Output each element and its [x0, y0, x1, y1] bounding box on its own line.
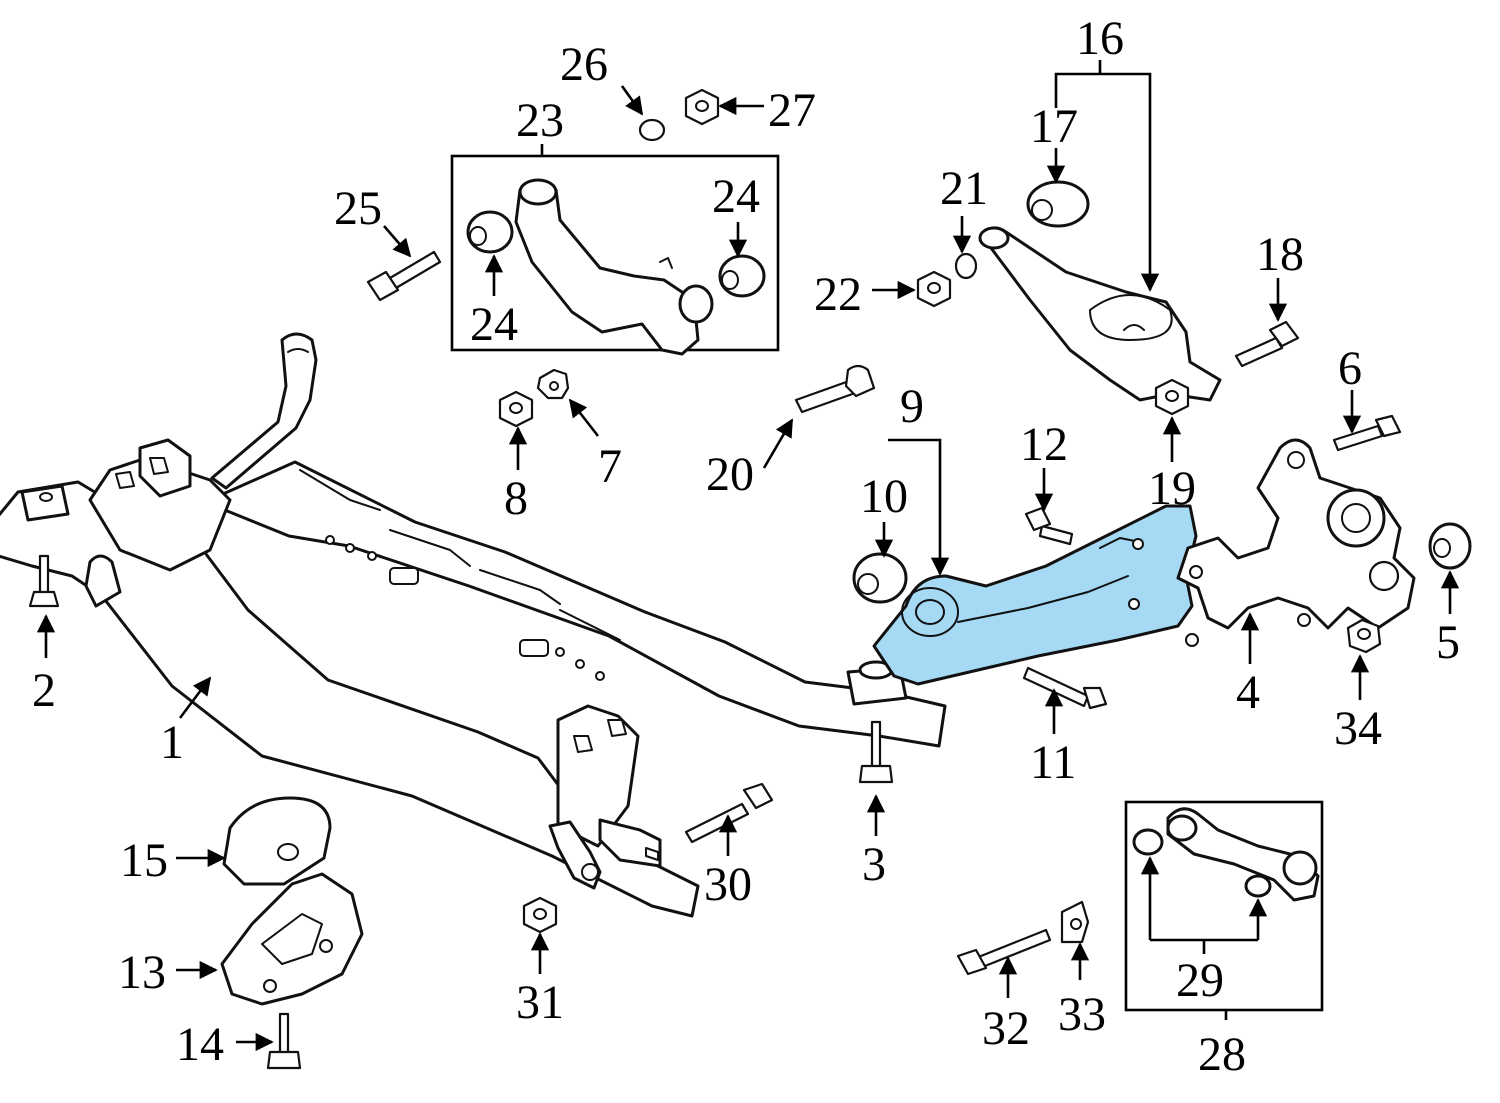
nut-part-31[interactable]: [522, 896, 558, 934]
bushing-part-29-left[interactable]: [1132, 828, 1164, 856]
control-arm-part-28[interactable]: [1166, 807, 1320, 902]
callout-2: 2: [32, 664, 56, 717]
callout-6: 6: [1338, 342, 1362, 395]
callout-4: 4: [1236, 666, 1260, 719]
bolt-part-3[interactable]: [858, 720, 894, 784]
leader-lines: [36, 60, 1460, 1052]
bolt-part-32[interactable]: [956, 928, 1052, 976]
callout-14: 14: [176, 1018, 224, 1071]
callout-26: 26: [560, 38, 608, 91]
trailing-arm-part-9-highlighted[interactable]: [872, 504, 1198, 686]
bolt-part-18[interactable]: [1234, 320, 1300, 368]
callout-24-left: 24: [470, 298, 518, 351]
nut-part-19[interactable]: [1154, 378, 1190, 416]
bumper-part-15[interactable]: [222, 796, 332, 886]
callout-33: 33: [1058, 988, 1106, 1041]
callout-19: 19: [1148, 462, 1196, 515]
bolt-part-14[interactable]: [266, 1012, 302, 1070]
callout-17: 17: [1030, 100, 1078, 153]
bolt-part-6[interactable]: [1332, 414, 1402, 452]
callout-16: 16: [1076, 12, 1124, 65]
callout-7: 7: [598, 440, 622, 493]
callout-21: 21: [940, 162, 988, 215]
callout-1: 1: [160, 716, 184, 769]
nut-part-27[interactable]: [684, 88, 720, 126]
callout-18: 18: [1256, 228, 1304, 281]
subframe-part[interactable]: [0, 332, 947, 918]
callout-12: 12: [1020, 418, 1068, 471]
callout-29: 29: [1176, 954, 1224, 1007]
callout-15: 15: [120, 834, 168, 887]
callout-10: 10: [860, 470, 908, 523]
bolt-part-11[interactable]: [1022, 666, 1108, 710]
washer-part-26[interactable]: [638, 118, 666, 142]
bushing-part-24-left[interactable]: [466, 210, 514, 254]
callout-31: 31: [516, 976, 564, 1029]
bolt-part-12[interactable]: [1024, 506, 1074, 546]
callout-28: 28: [1198, 1028, 1246, 1081]
callout-27: 27: [768, 84, 816, 137]
bolt-part-20[interactable]: [794, 364, 876, 414]
bolt-part-30[interactable]: [684, 782, 774, 844]
washer-part-21[interactable]: [954, 252, 978, 280]
nut-part-34[interactable]: [1346, 618, 1382, 654]
callout-22: 22: [814, 268, 862, 321]
nut-part-8[interactable]: [498, 390, 534, 428]
bushing-part-17[interactable]: [1026, 180, 1090, 228]
callout-11: 11: [1030, 736, 1076, 789]
callout-5: 5: [1436, 616, 1460, 669]
bolt-part-25[interactable]: [366, 250, 442, 302]
bushing-part-24-right[interactable]: [718, 254, 766, 298]
callout-24-right: 24: [712, 170, 760, 223]
mount-part-13[interactable]: [220, 872, 364, 1006]
callout-34: 34: [1334, 702, 1382, 755]
callout-labels: 1 2 3 4 5 6 7 8 9 10 11 12 13 14 15 16 1…: [32, 12, 1460, 1081]
callout-13: 13: [118, 946, 166, 999]
bushing-part-10[interactable]: [852, 552, 908, 604]
callout-3: 3: [862, 838, 886, 891]
callout-8: 8: [504, 472, 528, 525]
callout-23: 23: [516, 94, 564, 147]
cam-washer-part-7[interactable]: [536, 368, 570, 400]
cam-washer-part-33[interactable]: [1060, 900, 1090, 944]
callout-32: 32: [982, 1002, 1030, 1055]
trailing-arm-highlight: [872, 504, 1198, 686]
arm-kit-box: [1124, 800, 1324, 1012]
lower-control-arm-part[interactable]: [978, 226, 1222, 402]
callout-20: 20: [706, 448, 754, 501]
upper-arm-kit-box: [450, 154, 780, 352]
knuckle-part-4[interactable]: [1176, 438, 1416, 647]
callout-9: 9: [900, 380, 924, 433]
callout-25: 25: [334, 182, 382, 235]
nut-part-22[interactable]: [916, 270, 952, 308]
upper-control-arm-part[interactable]: [514, 178, 714, 356]
bushing-part-29-right[interactable]: [1244, 874, 1272, 898]
bushing-part-5[interactable]: [1428, 522, 1472, 570]
callout-30: 30: [704, 858, 752, 911]
bolt-part-2[interactable]: [28, 554, 60, 608]
